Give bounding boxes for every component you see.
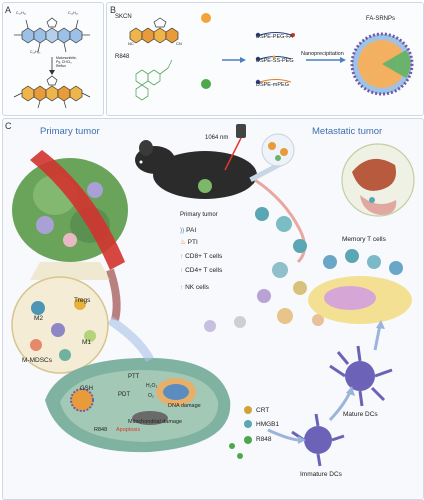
- effect-nk: ↑ NK cells: [180, 284, 209, 292]
- mouse-primary-tumor-label: Primary tumor: [180, 212, 218, 218]
- lipid-label-mpeg: DSPE-mPEG: [256, 82, 290, 88]
- effect-cd8: ↑ CD8+ T cells: [180, 253, 223, 261]
- laser-label: 1064 nm: [205, 135, 229, 141]
- blood-vessel: [30, 150, 125, 270]
- crt-label: CRT: [256, 407, 270, 414]
- dna-damage-label: DNA damage: [168, 403, 201, 409]
- panel-b-scheme: [129, 13, 414, 101]
- lipid-peg-fa: [255, 32, 295, 38]
- mito-damage-label: Mitochondrial damage: [128, 419, 183, 425]
- primary-tumor-title: Primary tumor: [40, 126, 100, 137]
- reagent-line-3: Reflux: [56, 64, 66, 68]
- substituent-top: C₁₀H₂₁: [16, 11, 27, 15]
- substituent-side: C₁₂H₂₅: [30, 50, 41, 54]
- metastatic-organ-circle: [341, 143, 415, 217]
- lymph-node-illustration: [308, 249, 412, 324]
- effect-nk-label: NK cells: [185, 284, 209, 291]
- mature-dcs-label: Mature DCs: [343, 411, 378, 418]
- m1-label: M1: [82, 339, 92, 346]
- lipid-ss-peg: [255, 55, 292, 62]
- hmgb1-label: HMGB1: [256, 421, 280, 428]
- h2o2-label: H₂O₂: [146, 383, 158, 389]
- nanoparticle-bubble: [261, 133, 295, 167]
- up-arrow-icon: ↑: [180, 284, 184, 291]
- gsh-label: GSH: [80, 386, 94, 392]
- product-structure: [13, 75, 91, 109]
- effect-cd8-label: CD8+ T cells: [185, 253, 223, 260]
- release-r848-label: R848: [256, 436, 272, 443]
- effect-pai: )) PAI: [180, 227, 197, 235]
- cell-r848-label: R848: [94, 427, 108, 433]
- tumor-cell-illustration: [45, 357, 231, 453]
- starting-material-structure: [14, 17, 90, 53]
- r848-label: R848: [115, 54, 130, 60]
- lipid-label-peg-fa: DSPE-PEG-FA: [256, 34, 293, 40]
- released-molecules: [229, 406, 252, 459]
- reagent-line-2: Py, CHCl₃: [56, 60, 72, 64]
- panel-c-letter: C: [5, 121, 12, 131]
- mature-dc-icon: [329, 345, 393, 407]
- up-arrow-icon: ↑: [180, 267, 184, 274]
- tumor-microenvironment-circle: [11, 276, 109, 374]
- nc-label: NC: [128, 41, 134, 46]
- metastatic-tumor-title: Metastatic tumor: [312, 126, 383, 137]
- m-mdscs-label: M-MDSCs: [22, 357, 52, 364]
- skcn-structure: [129, 17, 179, 44]
- skcn-label: SKCN: [115, 14, 132, 20]
- up-arrow-icon: ↑: [180, 253, 184, 260]
- skcn-ball-icon: [201, 13, 211, 23]
- effect-pai-label: PAI: [186, 227, 197, 234]
- fa-srnp-nanoparticle-icon: [350, 32, 414, 96]
- signal-icon: )): [180, 227, 185, 234]
- memory-t-cells-label: Memory T cells: [342, 236, 386, 243]
- substituent-top2: C₁₂H₂₅: [68, 11, 79, 15]
- r848-ball-icon: [201, 79, 211, 89]
- t-cell-cluster: [204, 207, 324, 332]
- mouse-illustration: [135, 140, 306, 264]
- laser-icon: [224, 124, 246, 171]
- panel-b-letter: B: [110, 5, 117, 15]
- tregs-label: Tregs: [74, 297, 91, 304]
- immature-dcs-label: Immature DCs: [300, 471, 342, 478]
- effect-cd4-label: CD4+ T cells: [185, 267, 223, 274]
- lipid-label-ss-peg: DSPE-SS-PEG: [256, 58, 294, 64]
- m2-label: M2: [34, 315, 44, 322]
- cn-label: CN: [176, 41, 182, 46]
- effect-pti-label: PTI: [187, 239, 198, 246]
- panel-a-reaction-scheme: [13, 17, 91, 109]
- o2-label: O₂: [148, 393, 154, 399]
- nanoprecipitation-label: Nanoprecipitation: [301, 51, 344, 57]
- ptt-label: PTT: [128, 374, 140, 380]
- apoptosis-label: Apoptosis: [116, 427, 141, 433]
- effect-pti: ♨ PTI: [180, 239, 198, 247]
- lipid-mpeg: [255, 79, 292, 85]
- effect-cd4: ↑ CD4+ T cells: [180, 267, 223, 275]
- reagent-line-1: Malononitrile,: [56, 56, 77, 60]
- r848-structure: [135, 59, 173, 101]
- panel-a-letter: A: [5, 5, 12, 15]
- fa-srnps-label: FA-SRNPs: [366, 16, 396, 22]
- pdt-label: PDT: [118, 392, 130, 398]
- flame-icon: ♨: [180, 239, 186, 246]
